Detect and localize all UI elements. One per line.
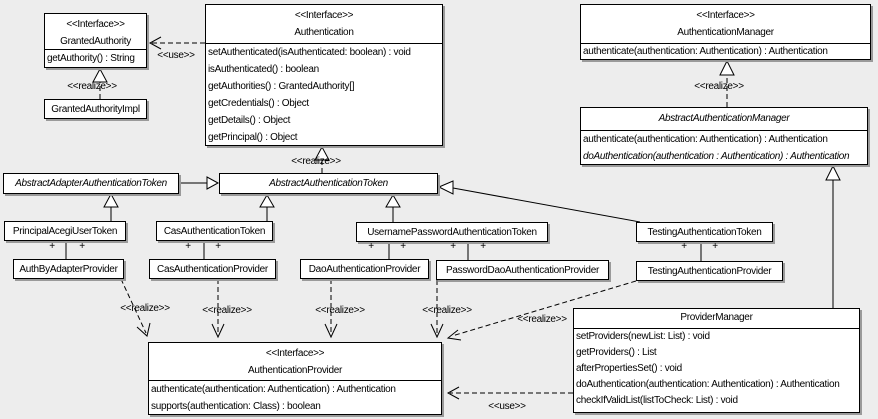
class-name: TestingAuthenticationToken (647, 226, 762, 238)
stereotype-label: <<Interface>> (294, 10, 354, 21)
class-box-password-dao-authentication-provider[interactable]: PasswordDaoAuthenticationProvider (436, 260, 609, 280)
multiplicity-plus: + (681, 241, 687, 252)
realize-casprovider-authenticationprovider (211, 279, 225, 339)
class-box-cas-authentication-token[interactable]: CasAuthenticationToken (156, 221, 273, 241)
use-dependency-providermanager-authenticationprovider (446, 386, 573, 400)
method-signature: doAuthentication(authentication : Authen… (583, 151, 850, 162)
class-name: ProviderManager (574, 309, 859, 329)
class-box-authentication-provider[interactable]: <<Interface>> AuthenticationProvider aut… (148, 342, 442, 415)
class-name: DaoAuthenticationProvider (308, 263, 421, 275)
generalization-adaptertoken-abstracttoken (179, 176, 220, 190)
realize-label: <<realize>> (315, 305, 365, 316)
realize-passworddaoprovider-authenticationprovider (430, 280, 444, 339)
realize-label: <<realize>> (67, 81, 117, 92)
realize-grantedauthorityimpl-grantedauthority (92, 67, 108, 99)
method-signature: supports(authentication: Class) : boolea… (151, 401, 321, 412)
class-box-testing-authentication-token[interactable]: TestingAuthenticationToken (636, 222, 773, 242)
generalization-usernametoken-abstracttoken (385, 194, 401, 222)
method-signature: doAuthentication(authentication: Authent… (576, 379, 840, 390)
class-box-abstract-adapter-authentication-token[interactable]: AbstractAdapterAuthenticationToken (3, 173, 179, 194)
class-name: AuthenticationProvider (247, 365, 342, 376)
method-signature: authenticate(authentication: Authenticat… (583, 46, 828, 57)
stereotype-label: <<Interface>> (696, 10, 755, 21)
realize-abstractauthenticationtoken-authentication (314, 145, 330, 173)
class-name: GrantedAuthority (60, 36, 131, 47)
class-name: PrincipalAcegiUserToken (12, 225, 118, 237)
class-box-authentication[interactable]: <<Interface>> Authentication setAuthenti… (205, 4, 443, 146)
multiplicity-plus: + (49, 241, 55, 252)
method-signature: afterPropertiesSet() : void (576, 363, 682, 374)
multiplicity-plus: + (215, 241, 221, 252)
class-box-testing-authentication-provider[interactable]: TestingAuthenticationProvider (636, 261, 783, 281)
realize-testingprovider-authenticationprovider (446, 280, 637, 341)
multiplicity-plus: + (480, 241, 486, 252)
class-name: CasAuthenticationProvider (157, 263, 268, 275)
class-name: AbstractAuthenticationManager (581, 108, 867, 131)
use-dependency-label: <<use>> (488, 401, 526, 412)
realize-label: <<realize>> (517, 314, 567, 325)
class-box-cas-authentication-provider[interactable]: CasAuthenticationProvider (149, 259, 276, 279)
stereotype-label: <<Interface>> (265, 348, 325, 359)
multiplicity-plus: + (400, 241, 406, 252)
generalization-providermanager-abstractauthenticationmanager (825, 164, 841, 308)
class-name: AuthenticationManager (677, 27, 774, 38)
realize-label: <<realize>> (694, 81, 744, 92)
method-signature: getPrincipal() : Object (208, 132, 298, 143)
class-box-username-password-authentication-token[interactable]: UsernamePasswordAuthenticationToken (356, 222, 548, 242)
method-signature: getDetails() : Object (208, 115, 291, 126)
method-signature: authenticate(authentication: Authenticat… (583, 134, 828, 145)
class-name: CasAuthenticationToken (163, 225, 266, 237)
class-box-provider-manager[interactable]: ProviderManager setProviders(newList: Li… (573, 308, 860, 413)
method-signature: getProviders() : List (576, 347, 657, 358)
class-name: AuthByAdapterProvider (19, 263, 118, 275)
multiplicity-plus: + (450, 241, 456, 252)
method-signature: isAuthenticated() : boolean (208, 64, 319, 75)
realize-label: <<realize>> (291, 156, 341, 167)
class-name: Authentication (294, 27, 354, 38)
realize-label: <<realize>> (120, 303, 170, 314)
multiplicity-plus: + (185, 241, 191, 252)
generalization-testingtoken-abstracttoken (437, 180, 641, 223)
method-signature: authenticate(authentication: Authenticat… (151, 384, 396, 395)
class-name: UsernamePasswordAuthenticationToken (367, 226, 537, 238)
generalization-principaltoken-adaptertoken (103, 192, 119, 221)
method-signature: getCredentials() : Object (208, 98, 309, 109)
class-box-abstract-authentication-manager[interactable]: AbstractAuthenticationManager authentica… (580, 107, 868, 165)
class-name: TestingAuthenticationProvider (647, 265, 772, 277)
stereotype-label: <<Interface>> (66, 19, 125, 30)
realize-abstractauthenticationmanager-authenticationmanager (719, 59, 735, 107)
class-name: AbstractAdapterAuthenticationToken (15, 178, 167, 189)
realize-daoprovider-authenticationprovider (324, 279, 338, 339)
realize-label: <<realize>> (202, 305, 252, 316)
use-dependency-authentication-grantedauthority (148, 36, 205, 50)
class-box-authentication-manager[interactable]: <<Interface>> AuthenticationManager auth… (580, 4, 871, 60)
realize-label: <<realize>> (422, 305, 472, 316)
class-name: PasswordDaoAuthenticationProvider (446, 264, 599, 276)
use-dependency-label: <<use>> (157, 50, 195, 61)
class-name: GrantedAuthorityImpl (51, 103, 140, 115)
multiplicity-plus: + (368, 241, 374, 252)
class-box-auth-by-adapter-provider[interactable]: AuthByAdapterProvider (13, 259, 124, 279)
realize-authbyadapterprovider-authenticationprovider (120, 278, 151, 337)
multiplicity-plus: + (712, 241, 718, 252)
class-box-granted-authority[interactable]: <<Interface>> GrantedAuthority getAuthor… (44, 13, 147, 68)
class-box-principal-acegi-user-token[interactable]: PrincipalAcegiUserToken (4, 221, 126, 241)
class-box-abstract-authentication-token[interactable]: AbstractAuthenticationToken (219, 173, 438, 194)
method-signature: getAuthorities() : GrantedAuthority[] (208, 81, 355, 92)
method-signature: checkIfValidList(listToCheck: List) : vo… (576, 395, 738, 406)
class-box-granted-authority-impl[interactable]: GrantedAuthorityImpl (44, 99, 147, 119)
method-signature: setAuthenticated(isAuthenticated: boolea… (208, 47, 411, 58)
class-box-dao-authentication-provider[interactable]: DaoAuthenticationProvider (300, 259, 429, 279)
class-name: AbstractAuthenticationToken (269, 178, 388, 189)
method-signature: setProviders(newList: List) : void (576, 331, 710, 342)
multiplicity-plus: + (79, 241, 85, 252)
method-signature: getAuthority() : String (47, 53, 135, 64)
generalization-castoken-abstracttoken (259, 194, 275, 221)
